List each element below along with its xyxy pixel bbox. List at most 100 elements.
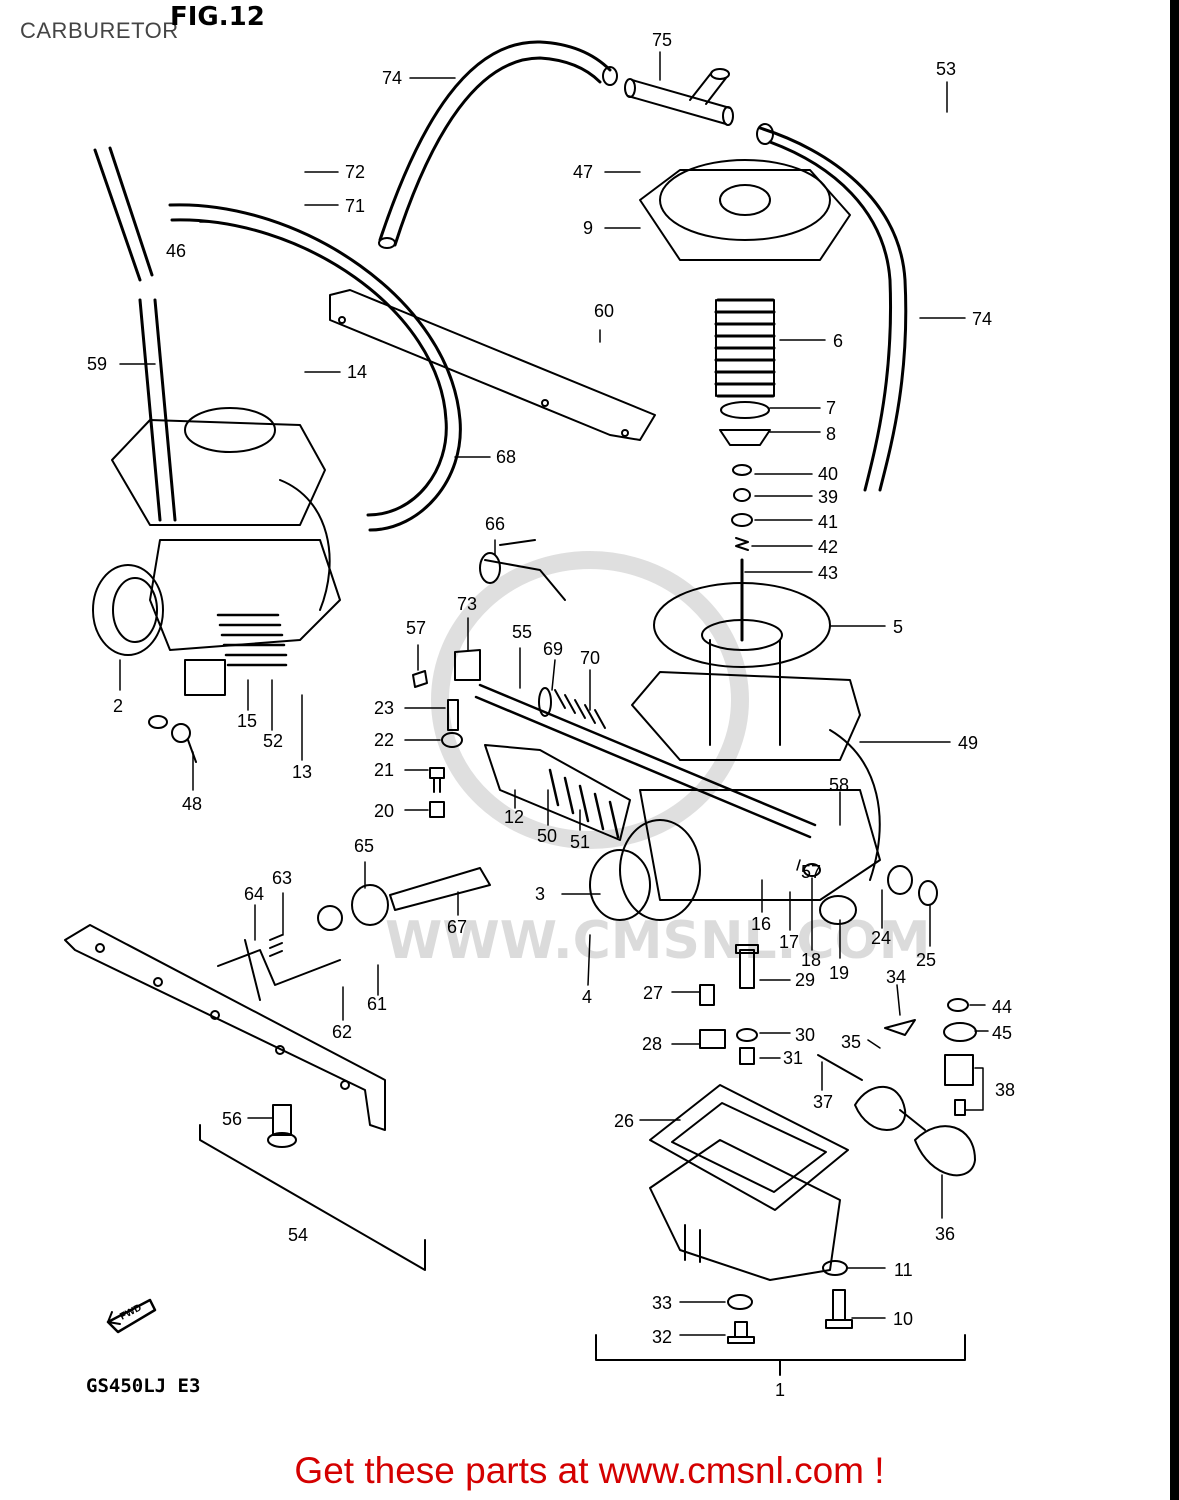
callout-2: 2 bbox=[113, 696, 123, 716]
cta-link[interactable]: Get these parts at www.cmsnl.com ! bbox=[294, 1450, 885, 1491]
callout-15: 15 bbox=[237, 711, 257, 731]
callout-55: 55 bbox=[512, 622, 532, 642]
top-cap bbox=[639, 159, 851, 261]
callout-13: 13 bbox=[292, 762, 312, 782]
callout-75: 75 bbox=[652, 30, 672, 50]
callout-39: 39 bbox=[818, 487, 838, 507]
figure-label: FIG.12 bbox=[170, 2, 265, 32]
callout-14: 14 bbox=[347, 362, 367, 382]
callout-57: 57 bbox=[406, 618, 426, 638]
callout-56: 56 bbox=[222, 1109, 242, 1129]
callout-37: 37 bbox=[813, 1092, 833, 1112]
jets-and-valves bbox=[699, 863, 977, 1344]
callout-46: 46 bbox=[166, 241, 186, 261]
callout-53: 53 bbox=[936, 59, 956, 79]
callout-26: 26 bbox=[614, 1111, 634, 1131]
callout-52: 52 bbox=[263, 731, 283, 751]
callout-57b: 57 bbox=[801, 862, 821, 882]
callout-3: 3 bbox=[535, 884, 545, 904]
callout-30: 30 bbox=[795, 1025, 815, 1045]
callout-38: 38 bbox=[995, 1080, 1015, 1100]
callout-74: 74 bbox=[382, 68, 402, 88]
fuel-joint bbox=[479, 539, 566, 601]
callout-50: 50 bbox=[537, 826, 557, 846]
callout-71: 71 bbox=[345, 196, 365, 216]
callout-62: 62 bbox=[332, 1022, 352, 1042]
callout-34: 34 bbox=[886, 967, 906, 987]
callout-35: 35 bbox=[841, 1032, 861, 1052]
callout-27: 27 bbox=[643, 983, 663, 1003]
callout-31: 31 bbox=[783, 1048, 803, 1068]
callout-11: 11 bbox=[894, 1260, 913, 1280]
callout-9: 9 bbox=[583, 218, 593, 238]
callout-72: 72 bbox=[345, 162, 365, 182]
callout-8: 8 bbox=[826, 424, 836, 444]
callout-7: 7 bbox=[826, 398, 836, 418]
small-hardware bbox=[148, 670, 463, 818]
model-code: GS450LJ E3 bbox=[86, 1375, 201, 1397]
callout-49: 49 bbox=[958, 733, 978, 753]
callout-61: 61 bbox=[367, 994, 387, 1014]
float-bowl bbox=[649, 1139, 841, 1281]
t-joint bbox=[624, 68, 734, 126]
callout-32: 32 bbox=[652, 1327, 672, 1347]
hose-68 bbox=[168, 203, 462, 532]
callout-40: 40 bbox=[818, 464, 838, 484]
float bbox=[854, 1085, 976, 1177]
callout-70: 70 bbox=[580, 648, 600, 668]
vent-hose-right bbox=[756, 123, 908, 492]
fwd-arrow-icon: FWD bbox=[106, 1298, 157, 1334]
callout-67: 67 bbox=[447, 917, 467, 937]
mounting-plate bbox=[329, 289, 656, 441]
callout-29: 29 bbox=[795, 970, 815, 990]
callout-19: 19 bbox=[829, 963, 849, 983]
callout-65: 65 bbox=[354, 836, 374, 856]
callout-44: 44 bbox=[992, 997, 1012, 1017]
callout-22: 22 bbox=[374, 730, 394, 750]
page-title: CARBURETOR bbox=[20, 18, 179, 43]
callout-60: 60 bbox=[594, 301, 614, 321]
callout-68: 68 bbox=[496, 447, 516, 467]
callout-16: 16 bbox=[751, 914, 771, 934]
float-bowl-gasket bbox=[649, 1084, 849, 1211]
callout-41: 41 bbox=[818, 512, 838, 532]
callout-17: 17 bbox=[779, 932, 799, 952]
idle-screw-assembly bbox=[351, 744, 631, 926]
bolt-56 bbox=[267, 1104, 297, 1148]
stay-plate bbox=[64, 924, 386, 1131]
carburetor-body-right bbox=[589, 639, 881, 921]
callout-18: 18 bbox=[801, 950, 821, 970]
callout-24: 24 bbox=[871, 928, 891, 948]
callout-6: 6 bbox=[833, 331, 843, 351]
watermark-logo: WWW.CMSNL.COM bbox=[385, 551, 930, 971]
callout-5: 5 bbox=[893, 617, 903, 637]
bracket-line-54 bbox=[199, 1124, 426, 1271]
callout-74b: 74 bbox=[972, 309, 992, 329]
callout-45: 45 bbox=[992, 1023, 1012, 1043]
carburetor-exploded-diagram: WWW.CMSNL.COM bbox=[64, 30, 1015, 1400]
callout-48: 48 bbox=[182, 794, 202, 814]
callout-58: 58 bbox=[829, 775, 849, 795]
callout-21: 21 bbox=[374, 760, 394, 780]
callout-59: 59 bbox=[87, 354, 107, 374]
callout-1: 1 bbox=[775, 1380, 785, 1400]
callout-63: 63 bbox=[272, 868, 292, 888]
callout-66: 66 bbox=[485, 514, 505, 534]
right-border bbox=[1170, 0, 1179, 1500]
callout-54: 54 bbox=[288, 1225, 308, 1245]
callout-69: 69 bbox=[543, 639, 563, 659]
callout-42: 42 bbox=[818, 537, 838, 557]
callout-64: 64 bbox=[244, 884, 264, 904]
assembly-bracket-1 bbox=[595, 1334, 966, 1376]
callout-25: 25 bbox=[916, 950, 936, 970]
throttle-spring bbox=[714, 298, 776, 398]
callout-20: 20 bbox=[374, 801, 394, 821]
callout-47: 47 bbox=[573, 162, 593, 182]
needle-parts bbox=[719, 401, 771, 642]
vent-hose-left bbox=[378, 40, 618, 249]
carburetor-body-left bbox=[92, 146, 341, 696]
callout-51: 51 bbox=[570, 832, 590, 852]
callout-numbers: 74 75 53 47 9 74 6 7 8 40 39 41 42 43 5 … bbox=[87, 30, 1015, 1400]
diaphragm bbox=[653, 582, 831, 668]
callout-73: 73 bbox=[457, 594, 477, 614]
